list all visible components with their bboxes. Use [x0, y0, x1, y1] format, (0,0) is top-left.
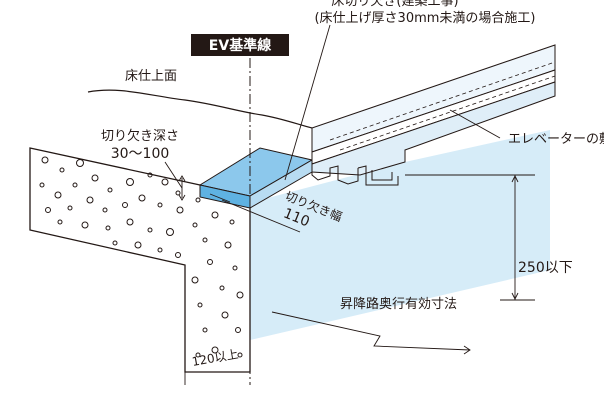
notch-depth-value: 30〜100: [111, 146, 170, 162]
height-250-label: 250以下: [518, 260, 573, 276]
hoistway-depth-label: 昇降路奥行有効寸法: [340, 296, 457, 312]
sill-hidden-lines: [329, 61, 556, 151]
hoistway-area: [250, 130, 550, 340]
hoistway-depth-arrow: [271, 311, 471, 355]
floor-finish-label: 床仕上面: [125, 69, 177, 84]
elevator-sill-label: エレベーターの敷: [508, 132, 604, 147]
elevator-sill-leader: [449, 109, 501, 139]
notch-width-dimension: [209, 193, 301, 233]
floor-cut-leader: [284, 24, 331, 181]
floor-finish-line: [87, 89, 313, 129]
ev-reference-label: EV基準線: [209, 37, 271, 54]
notch-depth-arrow: [178, 175, 186, 201]
notch-depth-label: 切り欠き深さ: [101, 128, 179, 144]
sill-profile: [311, 160, 399, 186]
height-dimension: [405, 174, 535, 301]
concrete-texture: [39, 156, 244, 358]
ev-reference-badge: [191, 34, 289, 56]
floor-cut-label-line1: 床切り欠き(建築工事): [331, 0, 458, 9]
notch-depth-leader: [164, 161, 183, 189]
floor-cut-label-line2: (床仕上げ厚さ30mm未満の場合施工): [314, 11, 535, 26]
